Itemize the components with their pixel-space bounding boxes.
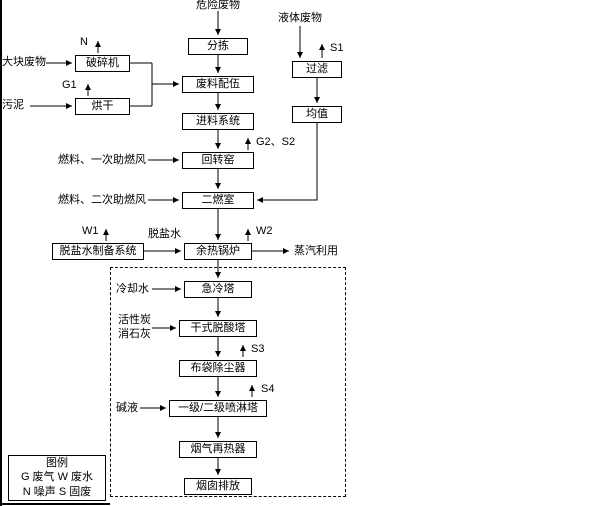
emission-label-n: N: [80, 36, 88, 48]
emission-up-arrows: [85, 41, 325, 397]
node-homogenizer: 均值: [292, 106, 342, 123]
label-demin-water: 脱盐水: [148, 228, 181, 240]
node-sorting: 分拣: [188, 38, 248, 55]
flue-gas-treatment-boundary: [110, 267, 346, 497]
liquid-waste-branch-arrows: [257, 26, 320, 203]
label-cooling-water: 冷却水: [116, 283, 149, 295]
node-stack-emission: 烟囱排放: [184, 478, 252, 495]
label-fuel-primary-air: 燃料、一次助燃风: [58, 154, 146, 166]
label-sludge: 污泥: [2, 99, 24, 111]
label-alkali-liquor: 碱液: [116, 402, 138, 414]
emission-label-g2-s2: G2、S2: [256, 136, 296, 148]
label-steam-use: 蒸汽利用: [294, 245, 338, 257]
node-blending: 废料配伍: [182, 76, 254, 93]
node-filter: 过滤: [292, 61, 342, 78]
node-secondary-chamber: 二燃室: [182, 192, 254, 209]
legend-box: 图例 G 废气 W 废水 N 噪声 S 固废: [8, 455, 106, 501]
legend-row-1: G 废气 W 废水: [20, 471, 94, 484]
label-bulk-waste: 大块废物: [2, 56, 46, 68]
node-flue-gas-reheater: 烟气再热器: [179, 441, 257, 458]
node-waste-heat-boiler: 余热锅炉: [184, 243, 252, 260]
label-hazardous-waste: 危险废物: [196, 0, 240, 11]
legend-title: 图例: [46, 456, 68, 469]
page-edge-bottom: [0, 503, 110, 505]
label-slaked-lime: 消石灰: [118, 328, 151, 340]
left-input-arrows: [30, 60, 289, 411]
node-bag-filter: 布袋除尘器: [179, 360, 257, 377]
node-dryer: 烘干: [75, 98, 130, 115]
legend-row-2: N 噪声 S 固废: [22, 486, 92, 499]
emission-label-s1: S1: [330, 42, 344, 54]
emission-label-s4: S4: [261, 383, 275, 395]
emission-label-w1: W1: [82, 225, 99, 237]
node-spray-tower: 一级/二级喷淋塔: [169, 400, 267, 417]
page-edge-left: [0, 0, 2, 506]
node-crusher: 破碎机: [75, 55, 130, 72]
emission-label-g1: G1: [62, 79, 77, 91]
node-quench-tower: 急冷塔: [184, 281, 252, 298]
node-rotary-kiln: 回转窑: [182, 152, 254, 169]
label-liquid-waste: 液体废物: [278, 12, 322, 24]
node-demin-water-system: 脱盐水制备系统: [52, 243, 144, 260]
emission-label-s3: S3: [251, 343, 265, 355]
label-activated-carbon: 活性炭: [118, 314, 151, 326]
node-dry-deacid-tower: 干式脱酸塔: [179, 320, 257, 337]
label-fuel-secondary-air: 燃料、二次助燃风: [58, 194, 146, 206]
emission-label-w2: W2: [256, 225, 273, 237]
node-feeding-system: 进料系统: [182, 113, 254, 130]
